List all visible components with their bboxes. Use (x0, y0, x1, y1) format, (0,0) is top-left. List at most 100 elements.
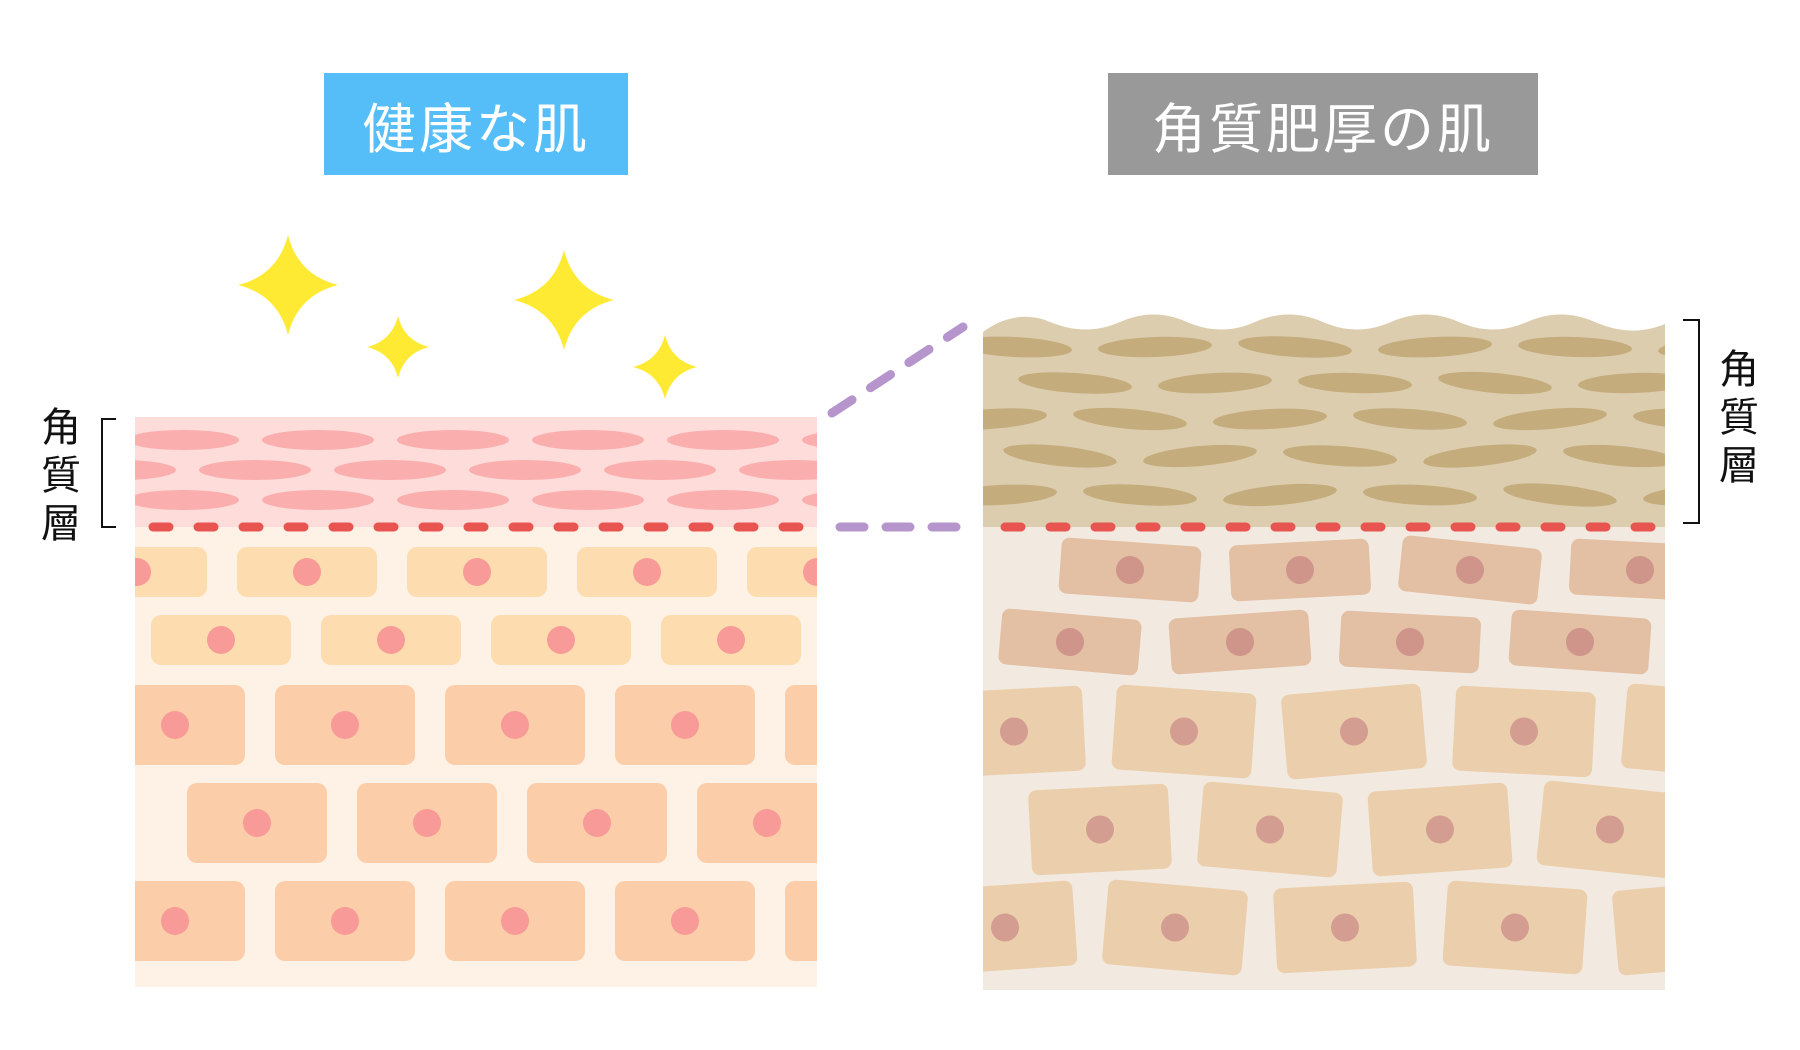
thick-corneum-cell (1363, 484, 1477, 506)
skin-cell (1621, 683, 1665, 780)
cell-nucleus (331, 711, 359, 739)
tilted-skin-cell (1028, 783, 1172, 876)
skin-cell (135, 547, 207, 597)
sparkle-icon (367, 316, 429, 378)
cell-nucleus (1331, 913, 1359, 942)
cell-nucleus (1735, 627, 1764, 656)
layer-label-char: 質 (1719, 395, 1759, 441)
tilted-skin-cell (1679, 610, 1800, 673)
tilted-skin-cell (983, 685, 1086, 778)
cell-nucleus (1226, 628, 1254, 656)
thick-corneum-cell (1578, 372, 1665, 394)
cell-nucleus (1086, 815, 1114, 844)
thick-corneum-cell (1158, 372, 1272, 394)
tilted-skin-cell (1621, 683, 1665, 780)
cell-nucleus (753, 809, 781, 837)
tilted-skin-cell (1102, 879, 1248, 976)
cell-nucleus (331, 907, 359, 935)
thick-corneum-cell (1353, 408, 1467, 430)
tilted-skin-cell (1708, 783, 1800, 875)
cell-nucleus (243, 809, 271, 837)
thick-corneum-cell (1083, 484, 1197, 506)
cell-nucleus (135, 558, 151, 586)
cell-nucleus (1596, 815, 1624, 844)
corneum-cell (199, 460, 311, 480)
corneum-cell (667, 490, 779, 510)
thick-corneum-cell (983, 336, 1072, 358)
cell-nucleus (803, 558, 817, 586)
cell-nucleus (1161, 913, 1189, 942)
tilted-skin-cell (1367, 782, 1513, 877)
thick-corneum-cell (1633, 408, 1665, 430)
corneum-cell (135, 430, 239, 450)
cell-nucleus (547, 626, 575, 654)
corneum-cell (604, 460, 716, 480)
corneum-cell (667, 430, 779, 450)
skin-cell (831, 615, 971, 665)
thick-corneum-cell (1493, 407, 1607, 431)
cell-nucleus (1340, 717, 1368, 746)
tilted-skin-cell (998, 608, 1142, 676)
corneum-cell (334, 460, 446, 480)
cell-nucleus (671, 907, 699, 935)
skin-cell (785, 685, 817, 765)
thick-corneum-cell (1213, 408, 1327, 430)
cell-nucleus (501, 907, 529, 935)
cell-nucleus (923, 809, 951, 837)
cell-nucleus (1170, 717, 1198, 746)
tilted-skin-cell (1273, 881, 1417, 974)
cell-nucleus (1501, 913, 1529, 942)
layer-label-char: 層 (41, 501, 81, 547)
thick-corneum-cell (1223, 483, 1337, 507)
tilted-skin-cell (1398, 535, 1542, 605)
layer-label-char: 角 (41, 405, 81, 451)
corneum-cell (262, 430, 374, 450)
left-layer-bracket (101, 418, 116, 528)
tilted-skin-cell (1508, 609, 1652, 675)
sparkle-icon (633, 335, 697, 399)
corneum-cell (739, 460, 817, 480)
cell-nucleus (1566, 628, 1594, 656)
corneum-cell (397, 430, 509, 450)
layer-label-char: 質 (41, 453, 81, 499)
tilted-skin-cell (1111, 684, 1257, 779)
tilted-skin-cell (983, 880, 1078, 975)
thick-corneum-cell (1283, 445, 1397, 467)
diagram-overlays (101, 319, 1700, 532)
skin-cell (1708, 783, 1800, 875)
thick-corneum-cell (1423, 444, 1537, 468)
cell-nucleus (583, 809, 611, 837)
tilted-skin-cell (1612, 879, 1665, 976)
thick-corneum-cell (1003, 444, 1117, 468)
cell-nucleus (413, 809, 441, 837)
thick-corneum-cell (1503, 483, 1617, 507)
thick-corneum-cell (1378, 336, 1492, 358)
healthy-skin-section (135, 417, 971, 987)
skin-cell (135, 881, 245, 961)
thick-corneum-cell (1018, 372, 1132, 394)
cell-nucleus (1056, 628, 1084, 656)
cell-nucleus (841, 711, 869, 739)
tilted-skin-cell (1168, 609, 1312, 675)
tilted-skin-cell (1536, 780, 1665, 879)
cell-nucleus (207, 626, 235, 654)
cell-nucleus (1396, 628, 1424, 656)
tilted-skin-cell (1058, 537, 1202, 603)
cell-nucleus (1116, 556, 1144, 584)
cell-nucleus (161, 711, 189, 739)
cell-nucleus (887, 626, 915, 654)
tilted-skin-cell (1197, 781, 1343, 878)
tilted-skin-cell (1339, 610, 1481, 674)
corneum-cell (532, 490, 644, 510)
tilted-skin-cell (1442, 880, 1588, 975)
cell-nucleus (501, 711, 529, 739)
cell-nucleus (1456, 556, 1484, 584)
cell-nucleus (1765, 815, 1794, 844)
skin-cell (1612, 879, 1665, 976)
cell-nucleus (717, 626, 745, 654)
corneum-cell (135, 490, 239, 510)
cell-nucleus (671, 711, 699, 739)
cell-nucleus (1000, 717, 1028, 746)
